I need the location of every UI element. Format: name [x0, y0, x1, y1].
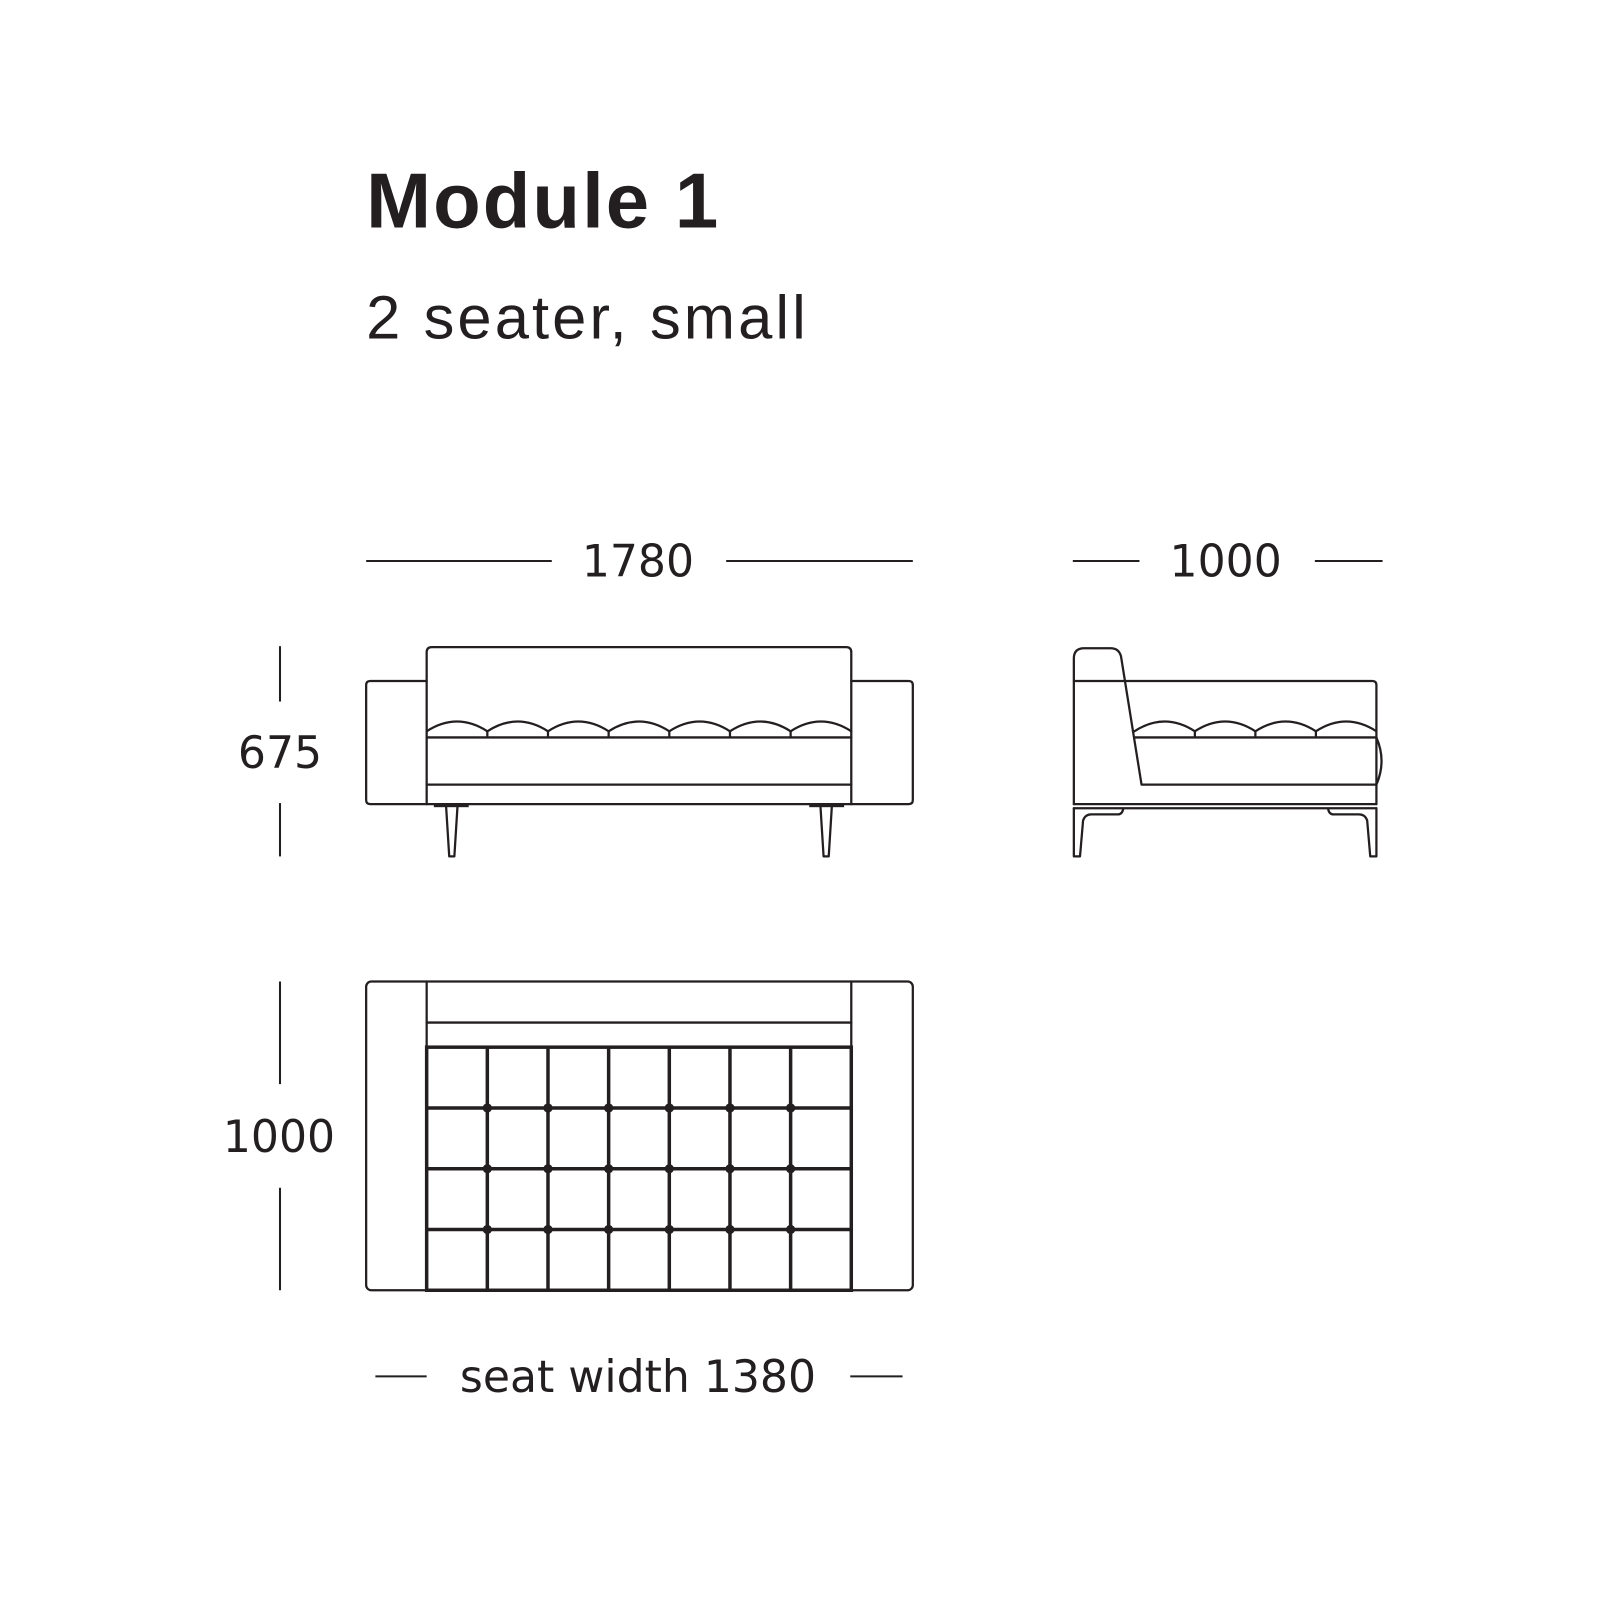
- side-depth-dimension: 1000: [1072, 536, 1383, 587]
- tufting-button: [725, 1103, 735, 1113]
- seat-width-dimension: seat width 1380: [375, 1352, 903, 1403]
- side-depth-label: 1000: [1170, 536, 1282, 587]
- page-title: Module 1: [366, 157, 720, 245]
- cushion-scallop: [1133, 720, 1196, 733]
- cushion-scallop: [546, 720, 610, 733]
- tufting-button: [725, 1224, 735, 1235]
- cushion-scallop: [486, 720, 550, 733]
- tufting-button: [482, 1164, 492, 1174]
- tufting-button: [482, 1103, 492, 1113]
- cushion-scallop: [1193, 720, 1257, 733]
- cushion-scallop: [425, 720, 489, 733]
- tufting-button: [543, 1224, 553, 1235]
- tufting-button: [482, 1224, 492, 1235]
- page-subtitle: 2 seater, small: [366, 283, 809, 352]
- tufting-button: [725, 1164, 735, 1174]
- cushion-scallop: [668, 720, 732, 733]
- tufting-button: [543, 1103, 553, 1113]
- cushion-scallop: [728, 720, 792, 733]
- tufting-button: [604, 1224, 614, 1235]
- height-label: 675: [238, 728, 322, 779]
- top-depth-label: 1000: [223, 1112, 335, 1163]
- side-view-drawing: [1072, 647, 1383, 858]
- tufting-button: [543, 1164, 553, 1174]
- front-width-dimension: 1780: [366, 536, 913, 587]
- tufting-button: [786, 1224, 796, 1235]
- tufting-button: [664, 1164, 674, 1174]
- height-dimension: 675: [238, 646, 322, 857]
- front-width-label: 1780: [582, 536, 694, 587]
- tufting-button: [664, 1224, 674, 1235]
- tufting-button: [604, 1164, 614, 1174]
- seat-width-label: seat width 1380: [460, 1352, 816, 1403]
- cushion-scallop: [1314, 720, 1378, 733]
- tufting-button: [786, 1103, 796, 1113]
- cushion-scallop: [1254, 720, 1318, 733]
- tufting-button: [786, 1164, 796, 1174]
- tufting-button: [664, 1103, 674, 1113]
- top-view-drawing: [365, 980, 914, 1292]
- front-view-drawing: [365, 646, 914, 858]
- cushion-scallop: [607, 720, 671, 733]
- tufting-button: [604, 1103, 614, 1113]
- cushion-scallop: [789, 720, 853, 733]
- top-depth-dimension: 1000: [223, 981, 335, 1291]
